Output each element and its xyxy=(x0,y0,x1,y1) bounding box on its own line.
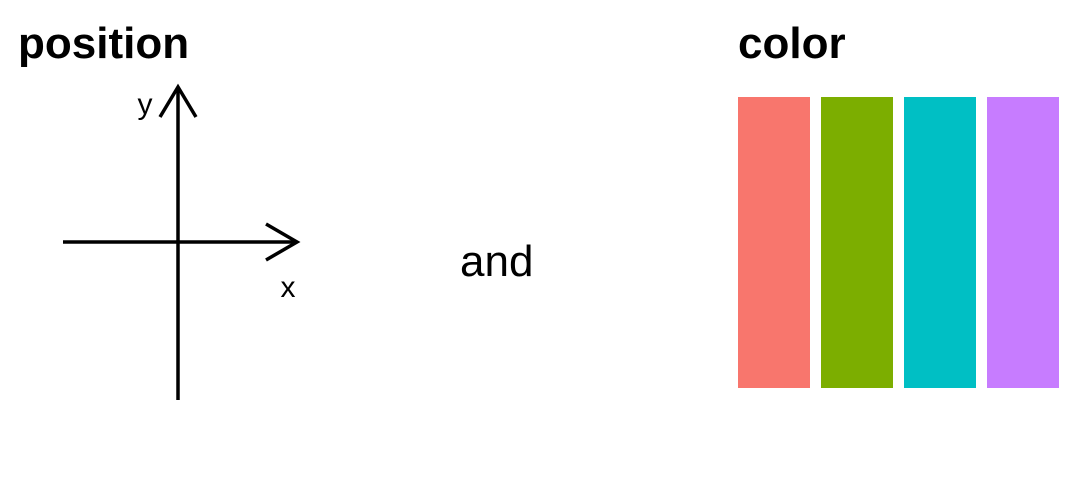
color-swatch-teal xyxy=(904,97,976,388)
x-axis-arrowhead xyxy=(265,222,301,262)
color-title: color xyxy=(738,19,846,68)
connector-text: and xyxy=(460,237,534,286)
color-swatch-green xyxy=(821,97,893,388)
x-axis-label: x xyxy=(281,271,296,304)
color-swatch-purple xyxy=(987,97,1059,388)
y-axis-arrowhead xyxy=(158,83,198,118)
y-axis-label: y xyxy=(138,88,153,121)
position-title: position xyxy=(18,19,190,68)
color-swatch-group xyxy=(738,97,1059,388)
position-axes-diagram: y x xyxy=(63,83,301,400)
color-swatch-red xyxy=(738,97,810,388)
